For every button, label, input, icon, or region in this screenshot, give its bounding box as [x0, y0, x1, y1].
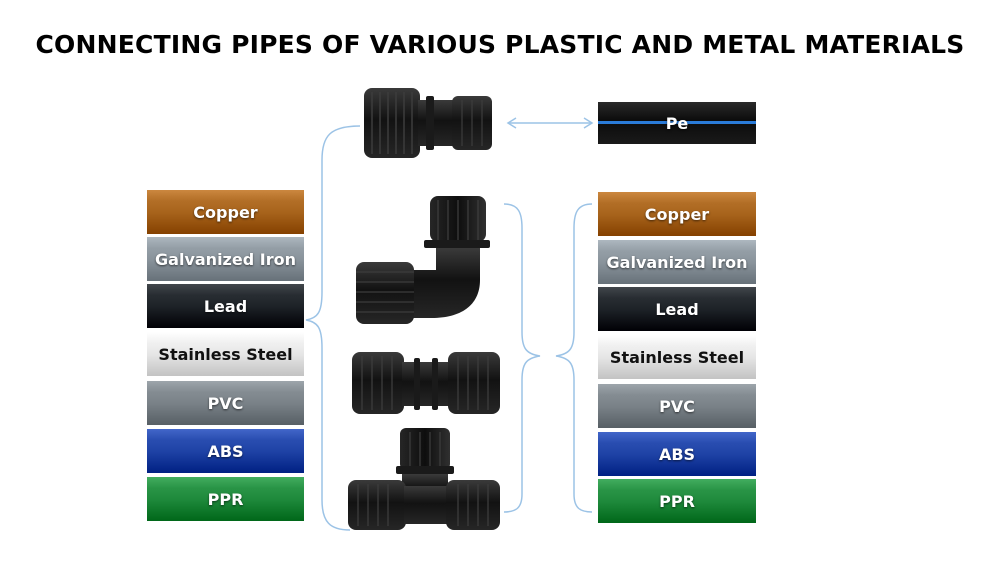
pe-pipe: Pe	[598, 102, 756, 144]
straight-coupling-fitting	[352, 352, 500, 414]
left-pipe-ppr: PPR	[147, 477, 304, 521]
left-pipe-abs: ABS	[147, 429, 304, 473]
pipe-label: PVC	[207, 393, 244, 413]
pipe-label: Galvanized Iron	[155, 249, 296, 269]
pipe-label: Lead	[655, 299, 699, 319]
pipe-label: PVC	[659, 396, 695, 416]
elbow-fitting	[356, 196, 490, 324]
pe-pipe-stripe	[598, 121, 756, 124]
pe-pipe-label: Pe	[665, 113, 689, 133]
coupling-adapter-fitting	[364, 88, 492, 158]
tee-fitting	[348, 428, 500, 530]
right-brace	[555, 203, 593, 513]
pipe-label: ABS	[658, 444, 696, 464]
middle-brace	[503, 203, 541, 513]
pipe-label: Copper	[193, 202, 258, 222]
pipe-label: PPR	[207, 489, 244, 509]
right-pipe-abs: ABS	[598, 432, 756, 476]
page-title: CONNECTING PIPES OF VARIOUS PLASTIC AND …	[35, 30, 965, 59]
right-pipe-copper: Copper	[598, 192, 756, 236]
right-pipe-ppr: PPR	[598, 479, 756, 523]
pipe-label: ABS	[207, 441, 244, 461]
right-pipe-stainless-steel: Stainless Steel	[598, 335, 756, 379]
left-pipe-copper: Copper	[147, 190, 304, 234]
pipe-label: PPR	[659, 491, 695, 511]
left-pipe-pvc: PVC	[147, 381, 304, 425]
pipe-label: Lead	[203, 296, 248, 316]
right-pipe-galvanized-iron: Galvanized Iron	[598, 240, 756, 284]
pipe-label: Copper	[644, 204, 710, 224]
right-pipe-pvc: PVC	[598, 384, 756, 428]
left-pipe-galvanized-iron: Galvanized Iron	[147, 237, 304, 281]
pipe-label: Stainless Steel	[609, 347, 745, 367]
left-brace	[305, 125, 361, 531]
right-pipe-lead: Lead	[598, 287, 756, 331]
left-pipe-stainless-steel: Stainless Steel	[147, 332, 304, 376]
double-arrow	[506, 117, 594, 129]
left-pipe-lead: Lead	[147, 284, 304, 328]
pipe-label: Galvanized Iron	[606, 252, 748, 272]
pipe-label: Stainless Steel	[158, 344, 293, 364]
